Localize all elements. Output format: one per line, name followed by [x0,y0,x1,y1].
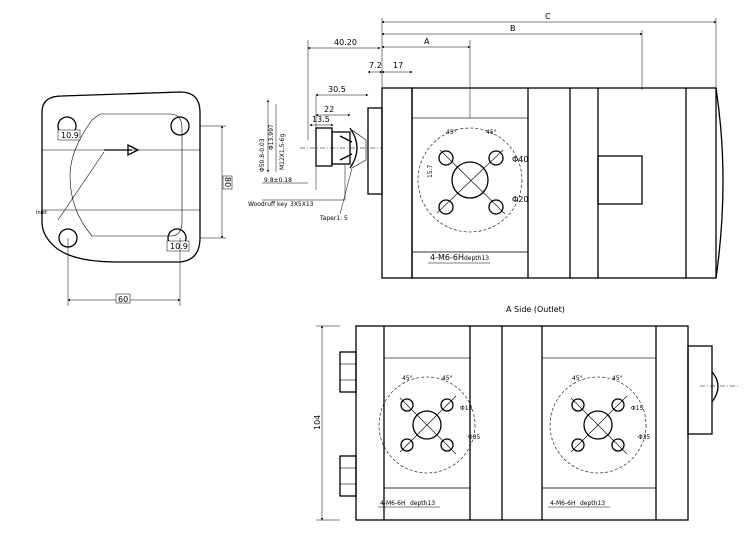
right-phi-big: Φ35 [638,434,651,441]
angle-left: 45° [446,129,457,136]
dim-A: A [424,37,430,46]
right-thread-depth: depth13 [580,500,605,507]
left-thread-depth: depth13 [410,500,435,507]
left-port-pcd [378,376,476,474]
flange-inner-bore [69,113,183,237]
dim-40-20: 40.20 [334,38,357,47]
right-port-bore [583,410,613,440]
height-dim-80: 80 [223,177,232,187]
left-port-face [383,357,471,489]
bolt-hole-top-right [170,116,190,136]
bolt-label-bottom: 10.9 [170,242,188,251]
dim-13-5: 13.5 [312,115,330,124]
port-bolt-3 [438,199,454,215]
dim-phi50: Φ50.8-0.03 [259,138,266,172]
left-thread-note: 4-M6-6H [380,500,405,507]
shaft-stub [687,345,713,435]
bottom-height-dim: 104 [313,415,322,430]
side-view-caption: A Side (Outlet) [506,305,565,314]
right-angle-right: 45° [612,375,623,382]
port-bolt-4 [488,199,504,215]
dim-phi40: Φ40 [512,155,528,164]
dim-phi20: Φ20 [512,195,528,204]
pump-body [411,87,717,279]
right-phi-small: Φ15 [631,405,644,412]
left-phi-big: Φ35 [468,434,481,441]
right-angle-left: 45° [572,375,583,382]
bottom-body [355,325,689,521]
left-port-bore [412,410,442,440]
right-port-pcd [549,376,647,474]
bottom-view: 104 45° 45° Φ15 Φ35 4-M6-6H depth13 [313,325,740,521]
dim-9-8: 9.8±0.18 [264,177,292,184]
flange-outline [41,91,201,263]
angle-right: 45° [486,129,497,136]
port-pcd-circle [417,127,523,233]
rotation-arrow-icon [104,143,140,157]
width-dim-60: 60 [118,295,128,304]
thread-depth: depth13 [464,255,489,262]
taper-label: Taper1: 5 [319,215,348,222]
woodruff-key-label: Woodruff key [248,201,288,208]
bolt-label-top: 10.9 [61,131,79,140]
dim-phi13: Φ13.997 [268,124,275,150]
left-angle-right: 45° [442,375,453,382]
left-phi-small: Φ15 [460,405,473,412]
left-angle-left: 45° [402,375,413,382]
pump-front-cover [381,87,413,279]
port-bolt-1 [438,150,454,166]
right-thread-note: 4-M6-6H [550,500,575,507]
shaft-nut [315,127,333,167]
front-view: 10.9 10.9 Inlet 80 60 [36,91,233,306]
dim-C: C [545,12,551,21]
port-boss [597,155,643,205]
shaft-view: 40.20 7.2 17 30.5 22 13.5 Φ50.8-0.03 Φ13… [248,38,413,222]
thread-note: 4-M6-6H [430,253,464,262]
hex-bolt-bottom [339,455,357,497]
dim-thread-m12: M12X1.5-6g [279,134,286,170]
port-bolt-2 [488,150,504,166]
port-bore [451,161,489,199]
right-port-face [541,357,657,489]
inlet-text: Inlet [36,210,47,216]
dim-30-5: 30.5 [328,85,346,94]
hex-bolt-top [339,351,357,393]
shaft-collar [367,107,383,195]
leader-line [57,151,105,221]
dim-22: 22 [324,105,334,114]
dim-7-2: 7.2 [369,61,382,70]
side-view: C B A 45° 45° 15.7 Φ40 Φ20 4-M6-6H depth… [381,12,724,314]
dim-15-7: 15.7 [427,164,434,178]
dim-B: B [510,24,516,33]
woodruff-key-size: 3X5X13 [290,201,314,208]
dim-17: 17 [393,61,403,70]
